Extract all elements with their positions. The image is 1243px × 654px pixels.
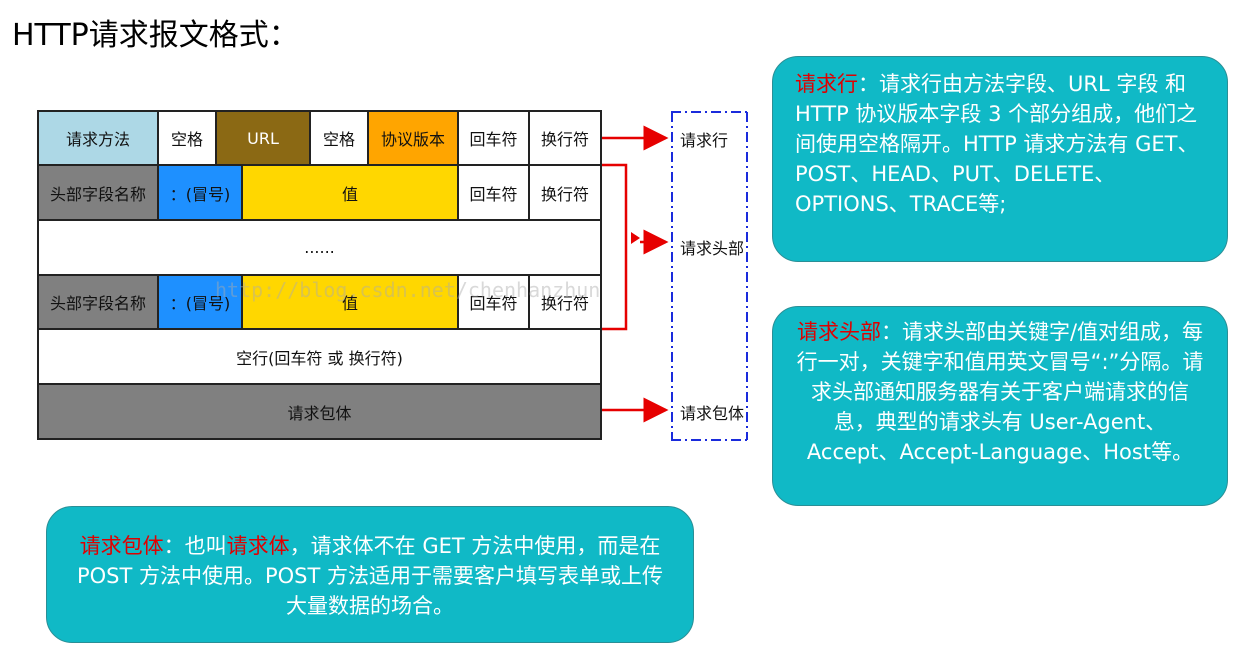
cell-line-feed: 换行符	[529, 165, 601, 220]
cell-header-field-name: 头部字段名称	[38, 165, 158, 220]
label-request-line: 请求行	[680, 131, 729, 150]
cell-carriage-return: 回车符	[458, 275, 529, 329]
cell-header-field-name: 头部字段名称	[38, 275, 158, 329]
label-request-body: 请求包体	[680, 404, 745, 423]
cell-protocol-version: 协议版本	[368, 111, 458, 165]
desc-request-body-intro: ：也叫	[163, 534, 227, 558]
cell-space: 空格	[158, 111, 216, 165]
term-request-entity: 请求体	[226, 534, 290, 558]
desc-request-header: ：请求头部由关键字/值对组成，每行一对，关键字和值用英文冒号“:”分隔。请求头部…	[796, 320, 1204, 464]
page-title: HTTP请求报文格式：	[12, 18, 299, 53]
bubble-request-header: 请求头部：请求头部由关键字/值对组成，每行一对，关键字和值用英文冒号“:”分隔。…	[772, 306, 1228, 506]
bracket-tick	[631, 232, 640, 244]
term-request-body: 请求包体	[79, 534, 164, 558]
cell-value: 值	[242, 275, 458, 329]
cell-value: 值	[242, 165, 458, 220]
bracket-header	[602, 163, 628, 331]
term-request-header: 请求头部	[796, 320, 881, 344]
cell-carriage-return: 回车符	[458, 165, 529, 220]
desc-request-line: ：请求行由方法字段、URL 字段 和HTTP 协议版本字段 3 个部分组成，他们…	[795, 72, 1199, 216]
cell-url: URL	[216, 111, 310, 165]
cell-request-method: 请求方法	[38, 111, 158, 165]
cell-ellipsis: ......	[38, 220, 601, 275]
cell-space: 空格	[310, 111, 368, 165]
cell-colon: ：(冒号)	[158, 275, 242, 329]
cell-carriage-return: 回车符	[458, 111, 529, 165]
cell-empty-line: 空行(回车符 或 换行符)	[38, 329, 601, 384]
bubble-request-body: 请求包体：也叫请求体，请求体不在 GET 方法中使用，而是在POST 方法中使用…	[46, 506, 694, 643]
label-request-header: 请求头部	[680, 239, 745, 258]
cell-colon: ：(冒号)	[158, 165, 242, 220]
cell-line-feed: 换行符	[529, 111, 601, 165]
bubble-request-line: 请求行：请求行由方法字段、URL 字段 和HTTP 协议版本字段 3 个部分组成…	[772, 56, 1228, 262]
cell-line-feed: 换行符	[529, 275, 601, 329]
cell-request-body: 请求包体	[38, 384, 601, 439]
desc-request-body: ，请求体不在 GET 方法中使用，而是在POST 方法中使用。POST 方法适用…	[76, 534, 664, 618]
term-request-line: 请求行	[795, 72, 858, 96]
